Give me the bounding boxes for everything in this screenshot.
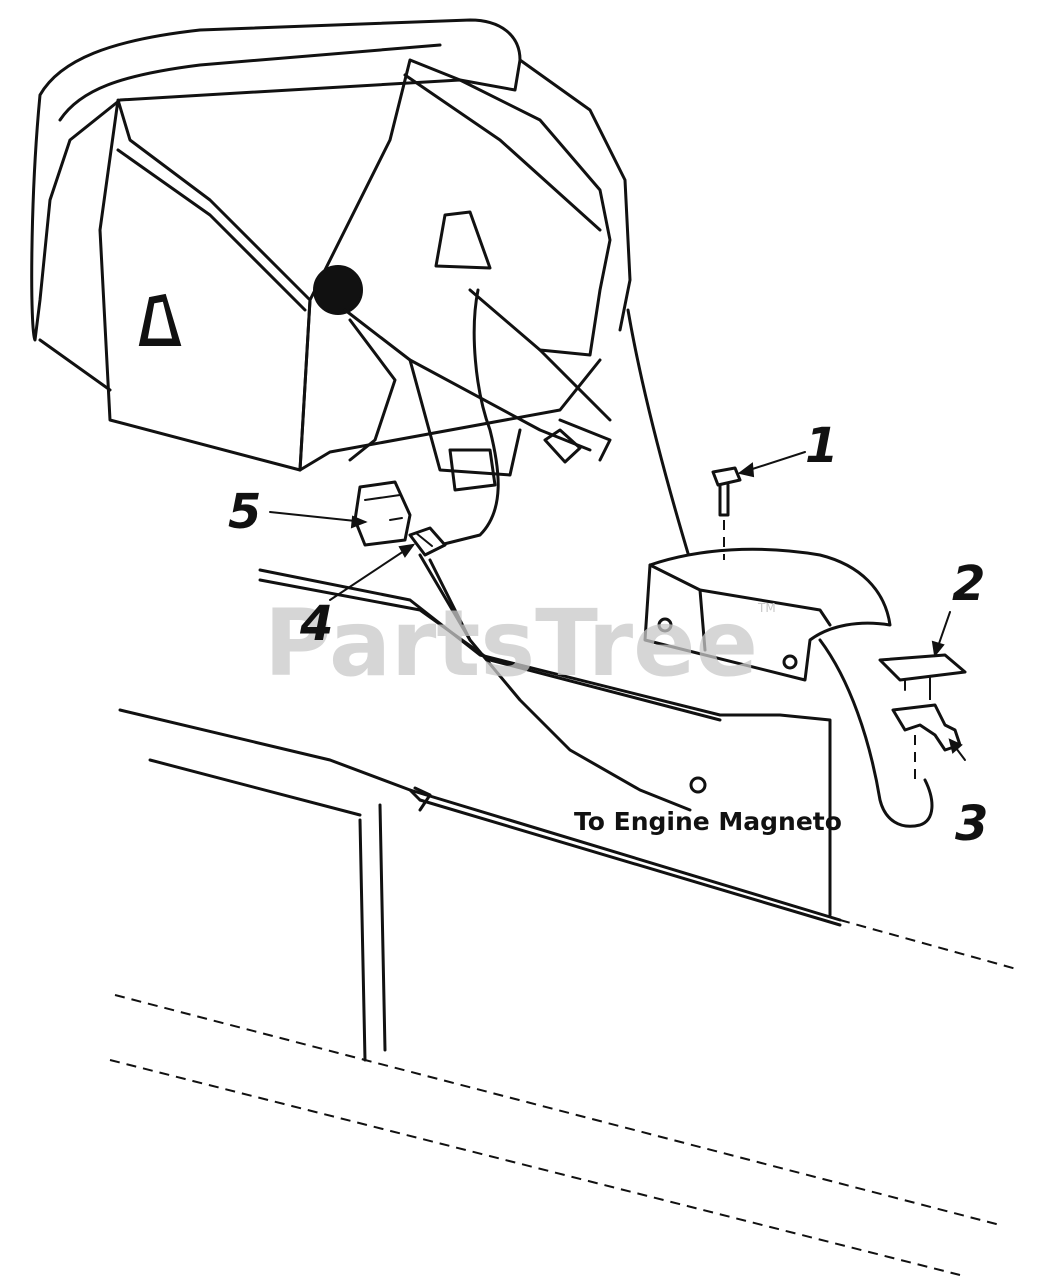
mounting-bracket — [643, 547, 892, 682]
callout-1: 1 — [805, 418, 838, 474]
tractor-body — [109, 568, 1021, 1276]
switch-bracket-part-3 — [891, 690, 962, 780]
bolt-part-1 — [711, 466, 742, 560]
callout-4: 4 — [299, 596, 333, 652]
leader-lines — [269, 451, 966, 761]
plate-part-2 — [878, 653, 967, 691]
callout-3: 3 — [955, 796, 988, 852]
lift-lever — [313, 265, 612, 492]
connector-plug-part-4 — [408, 526, 447, 557]
magneto-terminal — [689, 776, 707, 794]
callout-2: 2 — [952, 556, 985, 612]
callout-5: 5 — [228, 484, 261, 540]
safety-switch-part-5 — [353, 480, 412, 547]
watermark: PartsTree TM — [264, 590, 776, 697]
callout-labels: 1 2 3 4 5 — [228, 418, 988, 852]
engine-magneto-caption: To Engine Magneto — [574, 807, 842, 836]
watermark-text: PartsTree — [264, 590, 758, 697]
watermark-trademark: TM — [757, 601, 776, 615]
grass-catcher-assembly — [30, 18, 632, 472]
